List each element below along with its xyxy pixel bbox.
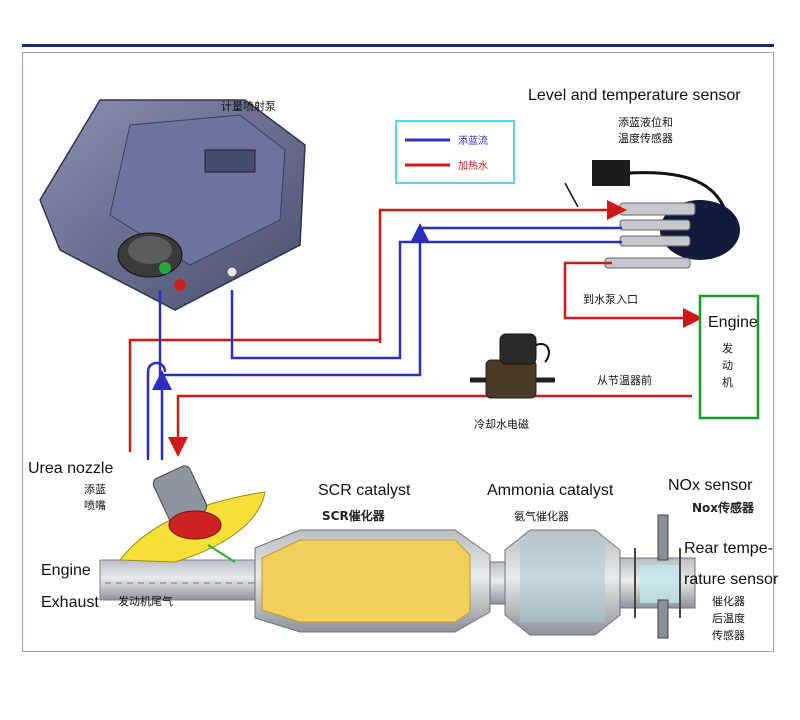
ammonia-catalyst-label-en: Ammonia catalyst: [487, 482, 614, 499]
level-sensor-label-en: Level and temperature sensor: [528, 87, 741, 104]
to-water-pump-label: 到水泵入口: [583, 293, 638, 306]
urea-nozzle: [119, 465, 266, 563]
legend-urea-flow: 添蓝流: [458, 134, 488, 147]
level-sensor-label-cn-2: 温度传感器: [618, 131, 673, 145]
rear-temp-sensor-probe: [657, 599, 669, 639]
engine-box: [698, 294, 760, 420]
exhaust-assembly: [99, 514, 696, 639]
metering-pump: [39, 99, 306, 311]
rear-temp-label-cn-1: 催化器: [712, 594, 745, 608]
engine-box-label-cn-3: 机: [722, 375, 733, 389]
rear-temp-label-cn-3: 传感器: [712, 629, 745, 642]
level-sensor-label-cn-1: 添蓝液位和: [618, 115, 673, 129]
coolant-valve-label: 冷却水电磁: [474, 418, 529, 431]
diagram-frame: [22, 52, 774, 652]
top-rule: [22, 44, 774, 47]
urea-nozzle-label-en: Urea nozzle: [28, 460, 113, 477]
metering-pump-label: 计量喷射泵: [221, 99, 276, 113]
rear-temp-label-en-2: rature sensor: [684, 571, 779, 588]
engine-box-label-en: Engine: [708, 314, 758, 331]
urea-flow-lines: [146, 223, 622, 460]
engine-exhaust-label-en-2: Exhaust: [41, 594, 99, 611]
engine-box-label-cn-2: 动: [722, 359, 733, 372]
from-thermostat-label: 从节温器前: [597, 373, 652, 387]
rear-temp-label-cn-2: 后温度: [712, 611, 745, 625]
scr-catalyst: [261, 539, 471, 623]
urea-nozzle-label-cn-1: 添蓝: [84, 482, 106, 496]
nox-sensor-label-en: NOx sensor: [668, 477, 753, 494]
engine-exhaust-label-en-1: Engine: [41, 562, 91, 579]
engine-exhaust-label-cn: 发动机尾气: [118, 594, 173, 608]
nox-sensor-label-cn: Nox传感器: [692, 500, 755, 515]
level-temperature-sensor: [564, 160, 740, 269]
scr-catalyst-label-cn: SCR催化器: [322, 508, 386, 523]
nox-sensor-probe: [657, 514, 669, 561]
urea-nozzle-label-cn-2: 喷嘴: [84, 499, 106, 512]
ammonia-catalyst-label-cn: 氨气催化器: [514, 509, 569, 523]
coolant-solenoid-valve: [470, 333, 555, 399]
scr-catalyst-label-en: SCR catalyst: [318, 482, 411, 499]
engine-box-label-cn-1: 发: [722, 341, 733, 355]
rear-temp-label-en-1: Rear tempe-: [684, 540, 773, 557]
legend-heating-water: 加热水: [458, 159, 488, 172]
legend: 添蓝流 加热水: [395, 120, 515, 184]
